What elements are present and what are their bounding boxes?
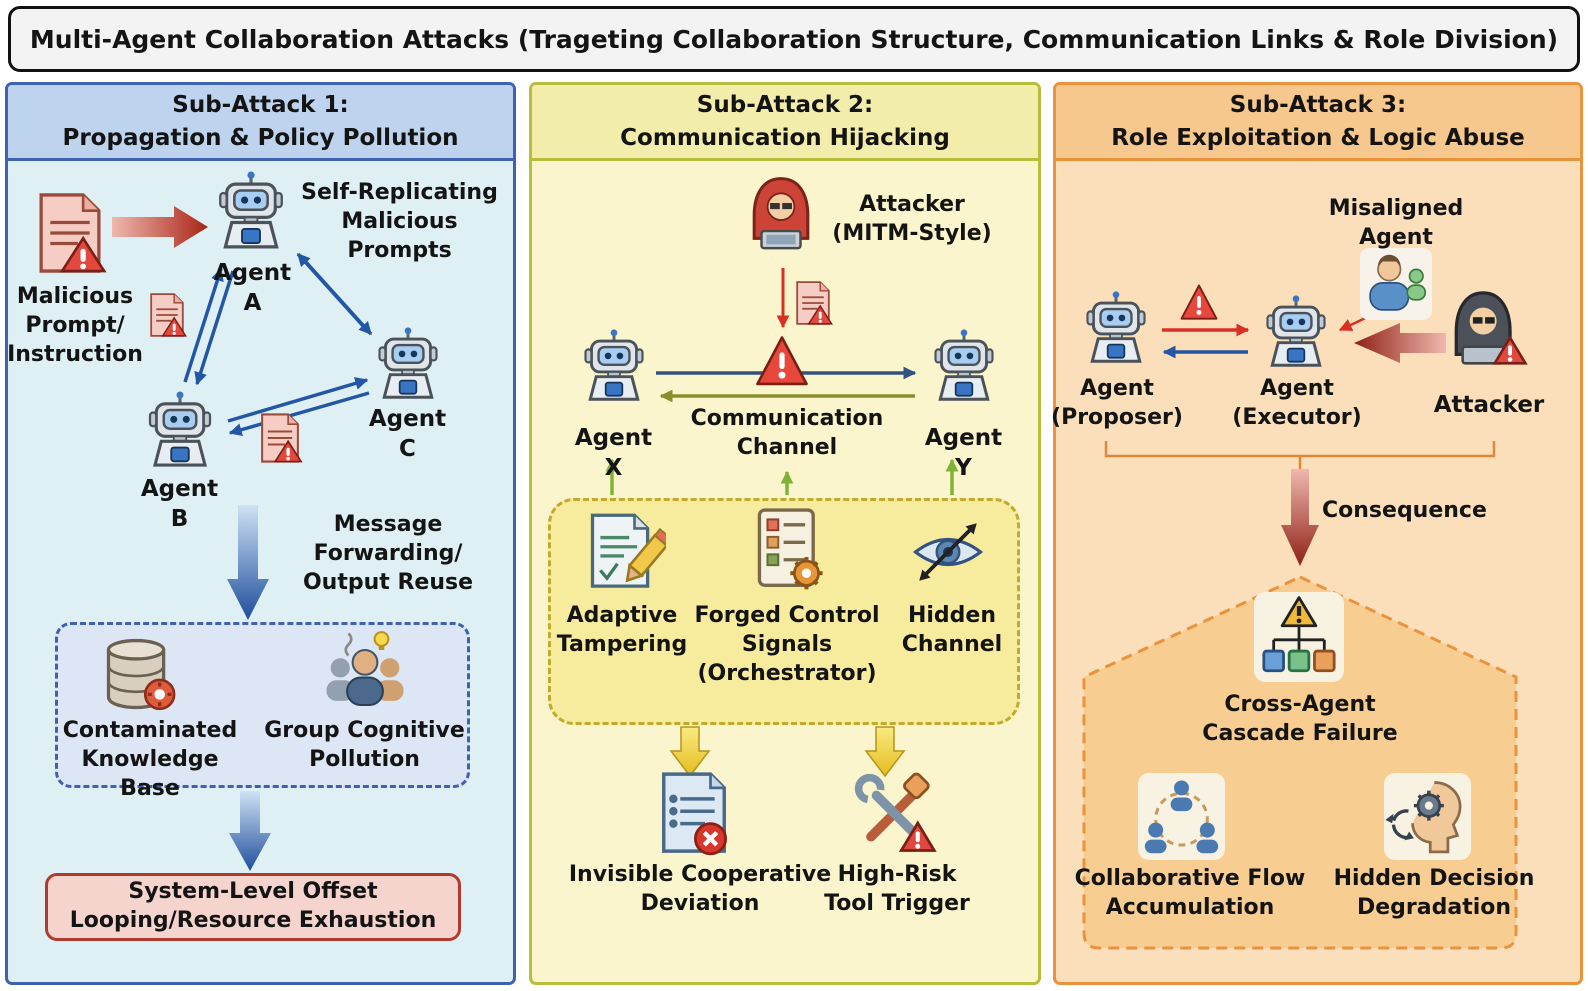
misaligned-agent-icon <box>1360 248 1432 320</box>
attacker-label: Attacker <box>1433 392 1545 418</box>
self-replicating-label: Self-Replicating Malicious Prompts <box>301 180 498 264</box>
collaborative-flow-label: Collaborative Flow Accumulation <box>1074 866 1306 921</box>
cascade-failure-icon <box>1254 592 1344 682</box>
hooded-attacker-icon <box>742 174 820 254</box>
group-cognition-icon <box>320 628 410 716</box>
database-warning-icon <box>98 634 182 718</box>
hidden-eye-icon <box>906 512 990 592</box>
document-pencil-icon <box>582 510 666 594</box>
panel3-header: Sub-Attack 3: Role Exploitation & Logic … <box>1056 85 1580 161</box>
robot-agent-c-icon <box>370 326 446 402</box>
agent-a-label: Agent A <box>213 260 292 317</box>
warning-triangle-icon <box>1178 283 1220 323</box>
mitm-attacker-label: Attacker (MITM-Style) <box>832 192 992 247</box>
invisible-deviation-label: Invisible Cooperative Deviation <box>568 862 832 917</box>
group-cognitive-label: Group Cognitive Pollution <box>264 718 465 773</box>
panel1-header: Sub-Attack 1: Propagation & Policy Pollu… <box>8 85 513 161</box>
warning-triangle-icon <box>752 334 812 390</box>
consequence-label: Consequence <box>1322 498 1487 523</box>
contaminated-kb-label: Contaminated Knowledge Base <box>62 718 238 802</box>
agent-executor-label: Agent (Executor) <box>1232 376 1362 431</box>
malicious-doc-small-icon <box>144 292 190 338</box>
robot-agent-b-icon <box>140 390 220 470</box>
title-bar: Multi-Agent Collaboration Attacks (Trage… <box>8 6 1580 72</box>
misaligned-agent-label: Misaligned Agent <box>1328 196 1464 251</box>
adaptive-tampering-label: Adaptive Tampering <box>556 603 688 658</box>
agent-proposer-label: Agent (Proposer) <box>1051 376 1183 431</box>
agent-c-label: Agent C <box>368 406 447 463</box>
malicious-document-icon <box>28 190 112 276</box>
high-risk-label: High-Risk Tool Trigger <box>824 862 970 917</box>
dark-hooded-attacker-icon <box>1446 288 1528 372</box>
gear-head-icon <box>1384 773 1471 860</box>
communication-channel-label: Communication Channel <box>690 406 884 461</box>
forged-control-label: Forged Control Signals (Orchestrator) <box>694 603 880 687</box>
malicious-doc-small-icon <box>254 412 306 464</box>
high-risk-tools-icon <box>848 768 938 856</box>
deviation-document-icon <box>650 770 738 858</box>
robot-executor-icon <box>1258 294 1334 370</box>
message-forwarding-label: Message Forwarding/ Output Reuse <box>302 512 473 596</box>
robot-agent-y-icon <box>926 328 1002 404</box>
hidden-decision-label: Hidden Decision Degradation <box>1333 866 1535 921</box>
agent-b-label: Agent B <box>140 476 219 533</box>
cascade-failure-label: Cross-Agent Cascade Failure <box>1202 692 1398 747</box>
robot-agent-x-icon <box>576 328 652 404</box>
agent-x-label: Agent X <box>574 425 653 482</box>
hidden-channel-label: Hidden Channel <box>901 603 1003 658</box>
malicious-doc-small-icon <box>790 280 836 326</box>
agent-y-label: Agent Y <box>924 425 1003 482</box>
system-offset-result-box: System-Level Offset Looping/Resource Exh… <box>45 873 461 941</box>
panel2-header: Sub-Attack 2: Communication Hijacking <box>532 85 1038 161</box>
malicious-prompt-label: Malicious Prompt/ Instruction <box>7 284 143 368</box>
forged-signals-checklist-icon <box>746 506 832 592</box>
robot-agent-a-icon <box>210 170 292 252</box>
diagram-title: Multi-Agent Collaboration Attacks (Trage… <box>29 24 1559 54</box>
collaboration-circle-icon <box>1138 773 1225 860</box>
robot-proposer-icon <box>1078 290 1154 366</box>
